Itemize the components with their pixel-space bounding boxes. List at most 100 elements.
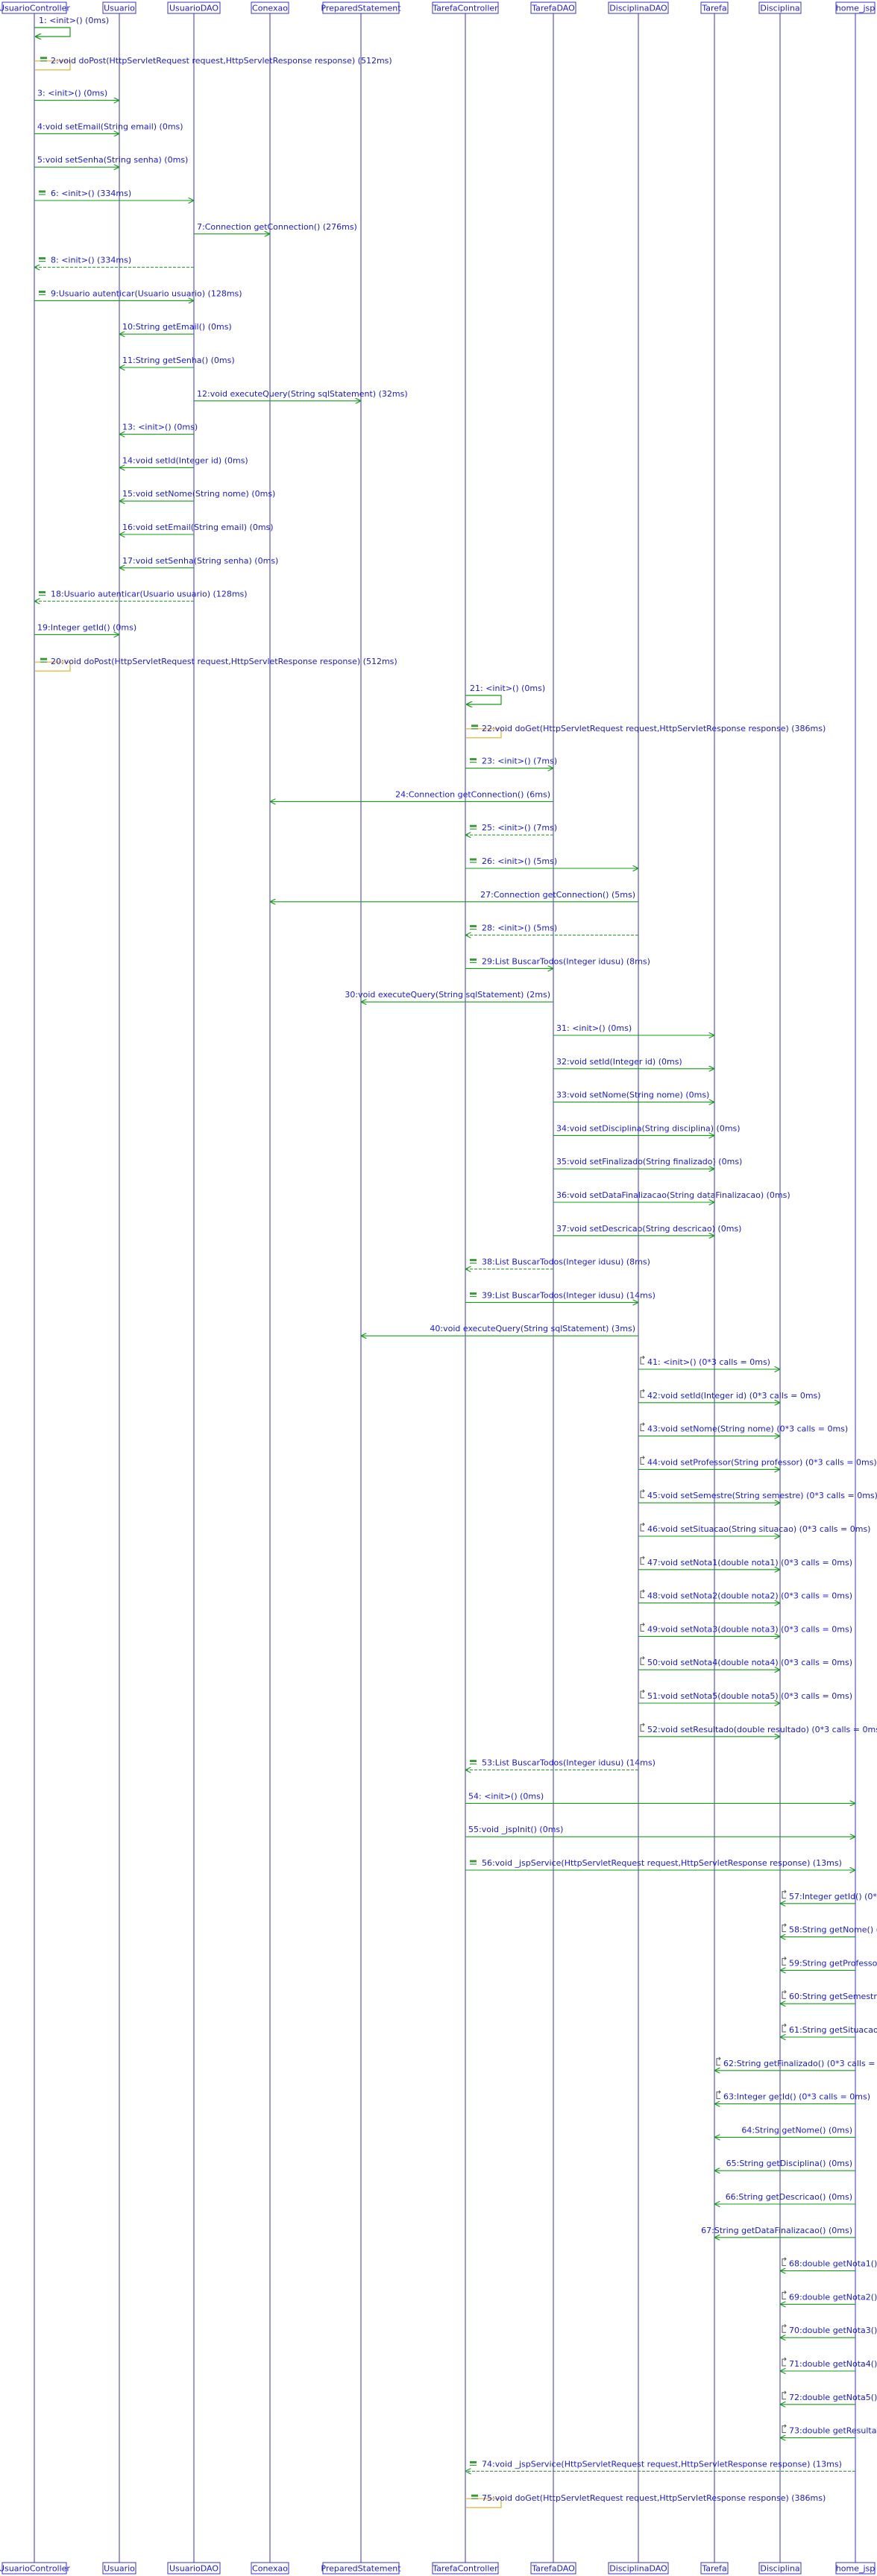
message-10[interactable]: 10:String getEmail() (0ms) (119, 322, 232, 334)
message-64[interactable]: 64:String getNome() (0ms) (714, 2125, 855, 2137)
message-65[interactable]: 65:String getDisciplina() (0ms) (714, 2159, 855, 2171)
participant-disciplinadao-top[interactable]: DisciplinaDAO (608, 1, 669, 14)
message-27[interactable]: 27:Connection getConnection() (5ms) (270, 890, 638, 902)
message-18[interactable]: 18:Usuario autenticar(Usuario usuario) (… (34, 590, 248, 602)
participant-box (251, 2562, 289, 2575)
message-17[interactable]: 17:void setSenha(String senha) (0ms) (119, 556, 278, 568)
message-33[interactable]: 33:void setNome(String nome) (0ms) (553, 1090, 714, 1102)
message-35[interactable]: 35:void setFinalizado(String finalizado)… (553, 1157, 742, 1169)
participant-tarefa-top[interactable]: Tarefa (700, 1, 729, 14)
participant-disciplina-top[interactable]: Disciplina (758, 1, 802, 14)
message-15[interactable]: 15:void setNome(String nome) (0ms) (119, 489, 275, 501)
message-23[interactable]: 23: <init>() (7ms) (465, 757, 557, 768)
message-24[interactable]: 24:Connection getConnection() (6ms) (270, 789, 553, 801)
message-30[interactable]: 30:void executeQuery(String sqlStatement… (345, 990, 553, 1002)
participant-tarefadao-bottom[interactable]: TarefaDAO (530, 2562, 576, 2575)
message-13[interactable]: 13: <init>() (0ms) (119, 423, 198, 435)
message-47[interactable]: 47:void setNota1(double nota1) (0*3 call… (638, 1556, 852, 1570)
message-73[interactable]: 73:double getResultado() (0*6 calls = 0m… (780, 2424, 877, 2438)
message-label: 30:void executeQuery(String sqlStatement… (345, 990, 550, 1000)
message-60[interactable]: 60:String getSemestre() (0*6 calls = 0ms… (780, 1989, 877, 2004)
message-16[interactable]: 16:void setEmail(String email) (0ms) (119, 523, 274, 534)
message-39[interactable]: 39:List BuscarTodos(Integer idusu) (14ms… (465, 1290, 656, 1302)
message-1[interactable]: 1: <init>() (0ms) (34, 16, 109, 37)
message-49[interactable]: 49:void setNota3(double nota3) (0*3 call… (638, 1623, 852, 1636)
message-14[interactable]: 14:void setId(Integer id) (0ms) (119, 455, 248, 467)
participant-usuariodao-top[interactable]: UsuarioDAO (167, 1, 221, 14)
message-72[interactable]: 72:double getNota5() (0*3 calls = 0ms) (780, 2390, 877, 2405)
participant-tarefacontroller-bottom[interactable]: TarefaController (432, 2562, 499, 2575)
message-74[interactable]: 74:void _jspService(HttpServletRequest r… (465, 2459, 855, 2471)
message-11[interactable]: 11:String getSenha() (0ms) (119, 356, 235, 367)
message-40[interactable]: 40:void executeQuery(String sqlStatement… (361, 1324, 638, 1336)
message-20[interactable]: 20:void doPost(HttpServletRequest reques… (34, 657, 397, 672)
message-5[interactable]: 5:void setSenha(String senha) (0ms) (34, 155, 188, 167)
message-66[interactable]: 66:String getDescricao() (0ms) (714, 2192, 855, 2204)
message-22[interactable]: 22:void doGet(HttpServletRequest request… (465, 724, 826, 739)
participant-tarefa-bottom[interactable]: Tarefa (700, 2562, 729, 2575)
message-28[interactable]: 28: <init>() (5ms) (465, 924, 638, 935)
message-31[interactable]: 31: <init>() (0ms) (553, 1023, 714, 1035)
participant-disciplina-bottom[interactable]: Disciplina (758, 2562, 802, 2575)
participant-conexao-top[interactable]: Conexao (251, 1, 289, 14)
message-29[interactable]: 29:List BuscarTodos(Integer idusu) (8ms) (465, 956, 650, 968)
participant-preparedstatement-bottom[interactable]: PreparedStatement (321, 2562, 401, 2575)
message-70[interactable]: 70:double getNota3() (0*3 calls = 0ms) (780, 2323, 877, 2337)
message-3[interactable]: 3: <init>() (0ms) (34, 89, 119, 101)
message-75[interactable]: 75:void doGet(HttpServletRequest request… (465, 2493, 826, 2508)
message-63[interactable]: 63:Integer getId() (0*3 calls = 0ms) (714, 2090, 870, 2104)
message-41[interactable]: 41: <init>() (0*3 calls = 0ms) (638, 1355, 780, 1369)
message-55[interactable]: 55:void _jspInit() (0ms) (465, 1825, 855, 1837)
message-26[interactable]: 26: <init>() (5ms) (465, 856, 638, 868)
message-58[interactable]: 58:String getNome() (0*6 calls = 0ms) (780, 1923, 877, 1937)
message-9[interactable]: 9:Usuario autenticar(Usuario usuario) (1… (34, 288, 242, 300)
message-44[interactable]: 44:void setProfessor(String professor) (… (638, 1456, 877, 1469)
message-61[interactable]: 61:String getSituacao() (0*9 calls = 0ms… (780, 2023, 877, 2037)
message-8[interactable]: 8: <init>() (334ms) (34, 256, 194, 268)
message-52[interactable]: 52:void setResultado(double resultado) (… (638, 1723, 877, 1737)
message-46[interactable]: 46:void setSituacao(String situacao) (0*… (638, 1522, 870, 1536)
message-6[interactable]: 6: <init>() (334ms) (34, 189, 194, 201)
message-32[interactable]: 32:void setId(Integer id) (0ms) (553, 1057, 714, 1069)
participant-home-jsp-bottom[interactable]: home_jsp (835, 2562, 876, 2575)
participant-tarefadao-top[interactable]: TarefaDAO (530, 1, 576, 14)
message-54[interactable]: 54: <init>() (0ms) (465, 1791, 855, 1803)
participant-usuariocontroller-bottom[interactable]: UsuarioController (0, 2562, 70, 2575)
message-67[interactable]: 67:String getDataFinalizacao() (0ms) (701, 2226, 855, 2238)
participant-home-jsp-top[interactable]: home_jsp (835, 1, 876, 14)
message-45[interactable]: 45:void setSemestre(String semestre) (0*… (638, 1489, 877, 1503)
participant-usuariodao-bottom[interactable]: UsuarioDAO (167, 2562, 221, 2575)
message-50[interactable]: 50:void setNota4(double nota4) (0*3 call… (638, 1655, 852, 1670)
message-43[interactable]: 43:void setNome(String nome) (0*3 calls … (638, 1422, 848, 1436)
message-34[interactable]: 34:void setDisciplina(String disciplina)… (553, 1123, 741, 1135)
message-38[interactable]: 38:List BuscarTodos(Integer idusu) (8ms) (465, 1257, 650, 1269)
message-36[interactable]: 36:void setDataFinalizacao(String dataFi… (553, 1190, 790, 1202)
message-71[interactable]: 71:double getNota4() (0*3 calls = 0ms) (780, 2357, 877, 2371)
message-53[interactable]: 53:List BuscarTodos(Integer idusu) (14ms… (465, 1758, 656, 1770)
message-25[interactable]: 25: <init>() (7ms) (465, 823, 557, 835)
message-48[interactable]: 48:void setNota2(double nota2) (0*3 call… (638, 1589, 852, 1603)
message-56[interactable]: 56:void _jspService(HttpServletRequest r… (465, 1858, 855, 1870)
message-42[interactable]: 42:void setId(Integer id) (0*3 calls = 0… (638, 1389, 821, 1403)
message-4[interactable]: 4:void setEmail(String email) (0ms) (34, 121, 183, 133)
message-37[interactable]: 37:void setDescricao(String descricao) (… (553, 1224, 741, 1236)
message-2[interactable]: 2:void doPost(HttpServletRequest request… (34, 56, 392, 71)
message-62[interactable]: 62:String getFinalizado() (0*3 calls = 0… (714, 2056, 877, 2071)
message-label: 16:void setEmail(String email) (0ms) (122, 523, 274, 532)
participant-disciplinadao-bottom[interactable]: DisciplinaDAO (608, 2562, 669, 2575)
participant-preparedstatement-top[interactable]: PreparedStatement (321, 1, 401, 14)
message-59[interactable]: 59:String getProfessor() (0*6 calls = 0m… (780, 1957, 877, 1970)
participant-usuario-bottom[interactable]: Usuario (102, 2562, 136, 2575)
message-21[interactable]: 21: <init>() (0ms) (465, 684, 545, 704)
message-7[interactable]: 7:Connection getConnection() (276ms) (194, 222, 357, 234)
participant-usuario-top[interactable]: Usuario (102, 1, 136, 14)
message-68[interactable]: 68:double getNota1() (0*3 calls = 0ms) (780, 2257, 877, 2271)
participant-conexao-bottom[interactable]: Conexao (251, 2562, 289, 2575)
participant-tarefacontroller-top[interactable]: TarefaController (432, 1, 499, 14)
message-19[interactable]: 19:Integer getId() (0ms) (34, 622, 136, 634)
message-51[interactable]: 51:void setNota5(double nota5) (0*3 call… (638, 1689, 852, 1703)
message-57[interactable]: 57:Integer getId() (0*12 calls = 0ms) (780, 1890, 877, 1904)
message-69[interactable]: 69:double getNota2() (0*3 calls = 0ms) (780, 2291, 877, 2304)
participant-usuariocontroller-top[interactable]: UsuarioController (0, 1, 70, 14)
message-12[interactable]: 12:void executeQuery(String sqlStatement… (194, 389, 408, 401)
